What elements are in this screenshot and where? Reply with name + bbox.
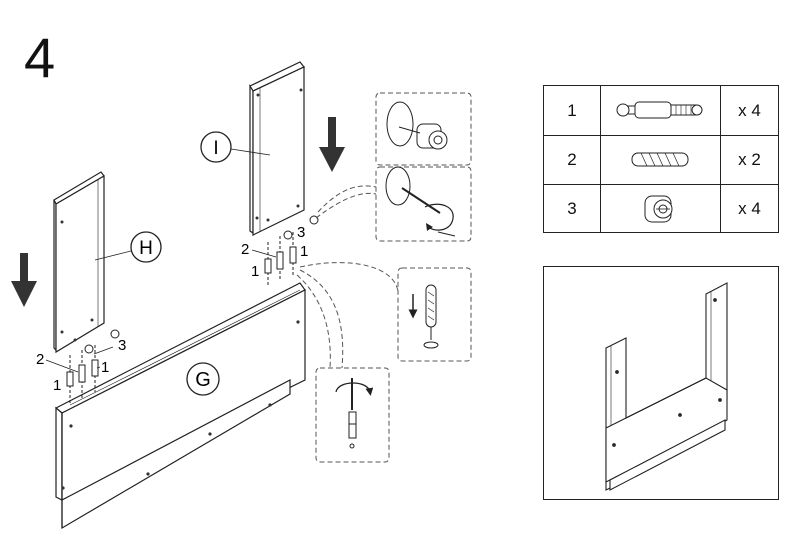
parts-row: 1 x 4 [544, 86, 778, 135]
step-number: 4 [24, 26, 56, 89]
right-hardware [264, 215, 319, 285]
cam-bolt-icon [601, 86, 721, 135]
assembled-preview-frame [543, 266, 779, 500]
detail-dowel-insert [397, 267, 472, 362]
label-i: I [200, 131, 271, 163]
part-number: 1 [544, 86, 601, 135]
parts-row: 3 x 4 [544, 184, 778, 233]
panel-g-holes [61, 320, 300, 490]
label-h: H [94, 231, 162, 263]
assembled-preview [605, 282, 728, 491]
detail-cam-lock [375, 92, 472, 166]
callout-right-cam: 3 [297, 224, 305, 241]
part-number: 3 [544, 185, 601, 233]
part-number: 2 [544, 136, 601, 184]
callout-left-dowel: 2 [36, 351, 44, 368]
svg-text:H: H [139, 238, 153, 259]
part-qty: x 4 [738, 100, 761, 120]
callout-right-bolt-side: 1 [251, 263, 259, 280]
down-arrow-left-icon [11, 253, 37, 307]
callout-left-bolt-top: 1 [101, 359, 109, 376]
panel-g [54, 282, 306, 530]
detail-bolt-screw [315, 367, 390, 463]
panel-i [249, 61, 305, 236]
part-qty: x 4 [738, 199, 761, 218]
callout-right-bolt-top: 1 [300, 243, 308, 260]
left-hardware [66, 329, 120, 405]
parts-row: 2 x 2 [544, 135, 778, 184]
svg-text:G: G [195, 369, 211, 391]
part-qty: x 2 [738, 150, 761, 169]
parts-table: 1 x 4 2 [543, 85, 779, 233]
down-arrow-right-icon [319, 117, 345, 172]
cam-lock-icon [601, 185, 721, 233]
callout-right-dowel: 2 [241, 241, 249, 258]
detail-connectors [296, 185, 399, 369]
label-g: G [186, 362, 220, 396]
callout-left-bolt-side: 1 [53, 377, 61, 394]
panel-h [53, 171, 105, 354]
callout-left-cam: 3 [118, 337, 126, 354]
wooden-dowel-icon [601, 136, 721, 184]
svg-text:I: I [213, 138, 218, 159]
detail-screwdriver-turn [375, 166, 472, 242]
